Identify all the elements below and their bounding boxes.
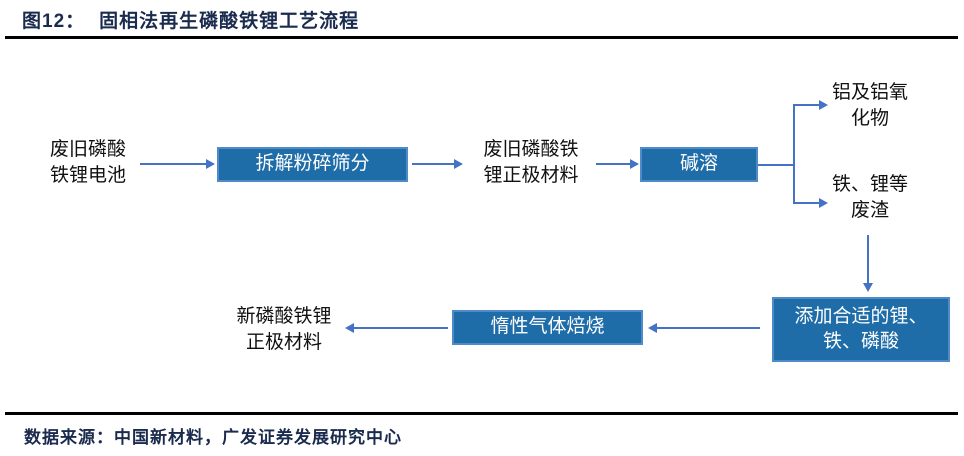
- data-source: 数据来源：中国新材料，广发证券发展研究中心: [24, 428, 402, 447]
- arrow-additive-to-roasting: [648, 323, 760, 333]
- node-new-cathode-line1: 新磷酸铁锂: [236, 306, 332, 327]
- node-roasting-label: 惰性气体焙烧: [490, 316, 605, 338]
- node-waste-cathode-line1: 废旧磷酸铁: [483, 139, 579, 160]
- figure-title-text: 固相法再生磷酸铁锂工艺流程: [99, 11, 360, 32]
- node-residue-line1: 铁、锂等: [831, 174, 908, 195]
- arrow-branch-to-residue: [793, 198, 828, 208]
- arrow-roasting-to-new-cathode: [345, 323, 448, 333]
- node-aluminum-line1: 铝及铝氧: [831, 82, 908, 103]
- node-roasting-box: 惰性气体焙烧: [452, 310, 643, 345]
- node-additive-line2: 铁、磷酸: [822, 330, 899, 352]
- node-additive-line1: 添加合适的锂、: [794, 305, 928, 327]
- node-aluminum-output: 铝及铝氧 化物: [808, 80, 932, 131]
- node-waste-battery-line1: 废旧磷酸: [49, 139, 126, 160]
- node-residue-output: 铁、锂等 废渣: [808, 172, 932, 223]
- arrow-residue-to-additive: [863, 235, 873, 292]
- node-residue-line2: 废渣: [850, 199, 889, 221]
- node-waste-cathode: 废旧磷酸铁 锂正极材料: [458, 137, 604, 188]
- arrow-dismantle-to-cathode: [412, 159, 463, 169]
- figure-number-label: 图12：: [22, 11, 86, 32]
- node-aluminum-line2: 化物: [850, 107, 889, 129]
- node-waste-battery-line2: 铁锂电池: [49, 164, 126, 186]
- connector-branch-vertical: [793, 104, 795, 204]
- node-new-cathode: 新磷酸铁锂 正极材料: [220, 304, 348, 355]
- top-divider: [5, 36, 958, 39]
- node-alkali-box: 碱溶: [640, 147, 758, 182]
- node-alkali-label: 碱溶: [679, 153, 718, 175]
- node-dismantle-box: 拆解粉碎筛分: [217, 147, 408, 182]
- arrow-cathode-to-alkali: [596, 159, 639, 169]
- node-dismantle-label: 拆解粉碎筛分: [255, 153, 370, 175]
- arrow-branch-to-aluminum: [793, 100, 828, 110]
- arrow-waste-battery-to-dismantle: [140, 159, 215, 169]
- node-additive-box: 添加合适的锂、 铁、磷酸: [772, 297, 950, 362]
- node-new-cathode-line2: 正极材料: [245, 331, 322, 353]
- node-waste-battery: 废旧磷酸 铁锂电池: [26, 137, 150, 188]
- node-waste-cathode-line2: 锂正极材料: [483, 164, 579, 186]
- connector-alkali-branch: [758, 164, 793, 166]
- figure-title: 图12： 固相法再生磷酸铁锂工艺流程: [22, 6, 359, 33]
- bottom-divider: [5, 412, 958, 415]
